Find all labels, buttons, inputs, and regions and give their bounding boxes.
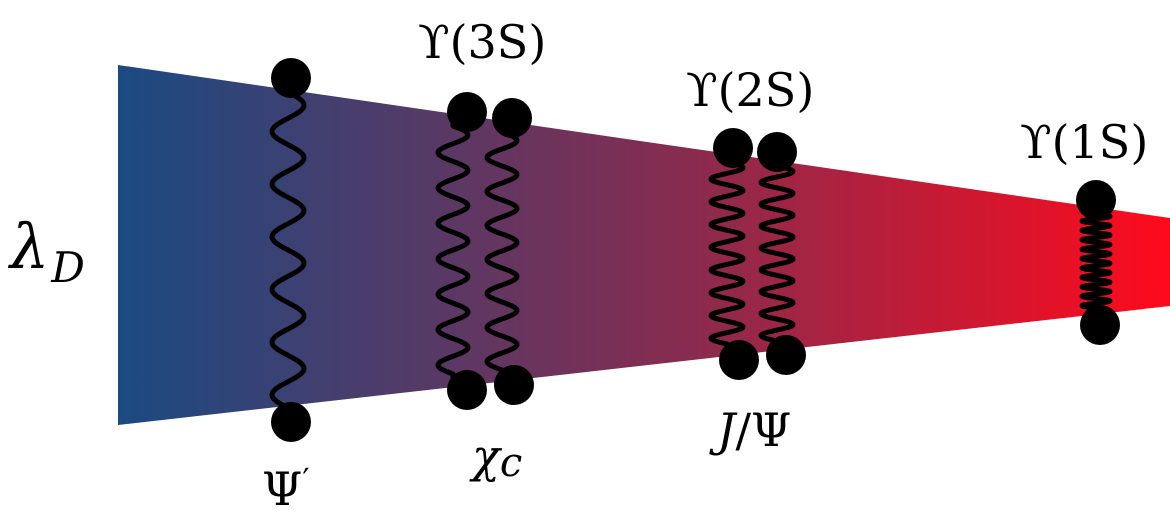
upsilon-3s-particle-left: [447, 92, 487, 132]
chi-c-state: [435, 92, 534, 410]
chi-c-label: χc: [469, 429, 522, 486]
upsilon-2s-particle-left: [713, 128, 753, 168]
chi-c-spring-right: [484, 115, 520, 387]
j-psi-label: J/Ψ: [709, 403, 791, 457]
j-psi-spring-left: [708, 145, 746, 361]
upsilon-3s-label: ϒ(3S): [418, 15, 546, 69]
psi-prime-bottom-particle: [271, 402, 311, 442]
upsilon-2s-particle-right: [757, 132, 797, 172]
psi-prime-top-particle: [271, 58, 311, 98]
psi-prime-spring: [269, 75, 307, 425]
chi-c-particle-right: [494, 365, 534, 405]
screening-cone: [118, 65, 1170, 425]
chi-c-spring-left: [435, 109, 471, 391]
upsilon-2s-label: ϒ(2S): [686, 63, 814, 117]
j-psi-particle-left: [719, 340, 759, 380]
upsilon-3s-particle-right: [492, 98, 532, 138]
lambda-d-label: λD: [7, 210, 85, 292]
j-psi-spring-right: [758, 149, 796, 358]
j-psi-particle-right: [766, 335, 806, 375]
upsilon-1s-bottom-particle: [1080, 305, 1120, 345]
upsilon-1s-top-particle: [1076, 180, 1116, 220]
upsilon-1s-label: ϒ(1S): [1020, 115, 1148, 169]
chi-c-particle-left: [447, 370, 487, 410]
upsilon-1s-state: [1076, 180, 1120, 345]
psi-prime-label: Ψ′: [262, 461, 310, 516]
psi-prime-state: [269, 58, 311, 442]
upsilon-1s-spring: [1079, 197, 1113, 325]
j-psi-state: [708, 128, 806, 380]
